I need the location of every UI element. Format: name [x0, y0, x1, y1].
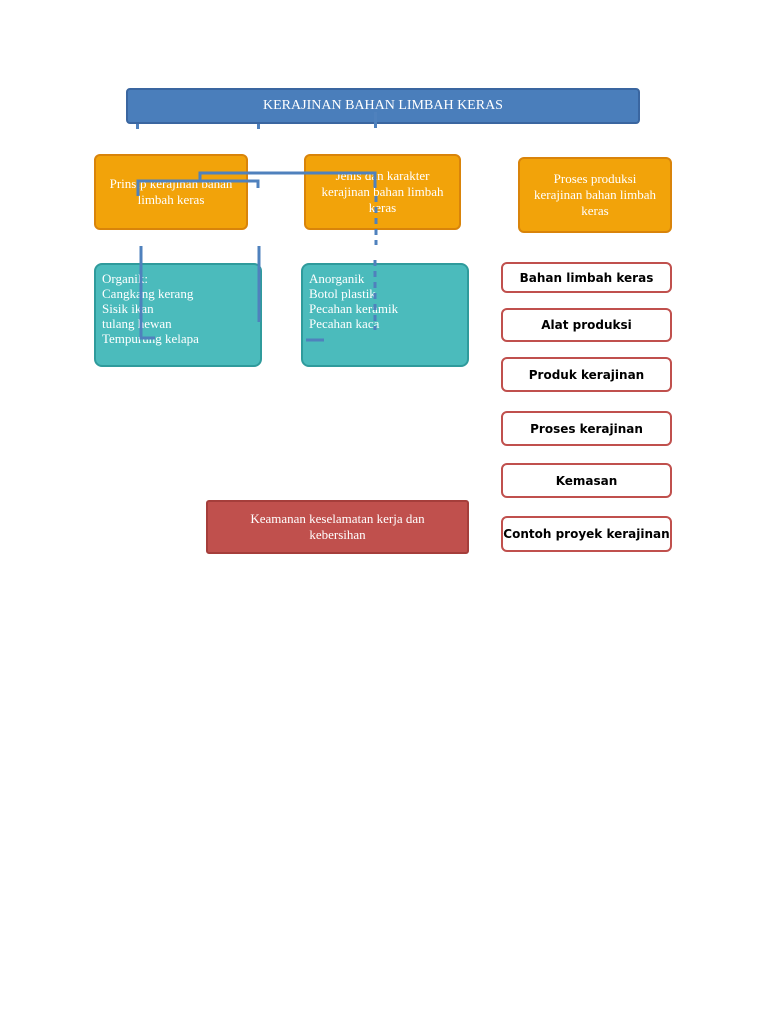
proses-item: Produk kerajinan [501, 357, 672, 392]
organik-line: Organik: [102, 271, 148, 286]
title-connector-left [136, 124, 139, 129]
category-organik: Organik: Cangkang kerang Sisik ikan tula… [94, 263, 262, 367]
branch-jenis: Jenis dan karakter kerajinan bahan limba… [304, 154, 461, 230]
proses-item: Bahan limbah keras [501, 262, 672, 293]
title-connector-mid [257, 124, 260, 129]
connector-organik-left [139, 246, 155, 340]
proses-item: Kemasan [501, 463, 672, 498]
title-connector-right [374, 112, 377, 128]
keamanan-box: Keamanan keselamatan kerja dan kebersiha… [206, 500, 469, 554]
connector-prinsip-top [136, 179, 260, 196]
organik-line: tulang hewan [102, 316, 172, 331]
branch-prinsip: Prinsip kerajinan bahan limbah keras [94, 154, 248, 230]
anorganik-line: Pecahan kaca [309, 316, 380, 331]
organik-line: Cangkang kerang [102, 286, 194, 301]
anorganik-line: Botol plastik [309, 286, 376, 301]
anorganik-list: Anorganik Botol plastik Pecahan keramik … [309, 271, 398, 331]
connector-jenis-top [198, 171, 377, 188]
keamanan-label: Keamanan keselamatan kerja dan kebersiha… [250, 511, 425, 542]
proses-item: Proses kerajinan [501, 411, 672, 446]
proses-item: Alat produksi [501, 308, 672, 342]
category-anorganik: Anorganik Botol plastik Pecahan keramik … [301, 263, 469, 367]
anorganik-line: Anorganik [309, 271, 365, 286]
diagram-title: KERAJINAN BAHAN LIMBAH KERAS [126, 88, 640, 124]
branch-proses: Proses produksi kerajinan bahan limbah k… [518, 157, 672, 233]
proses-item: Contoh proyek kerajinan [501, 516, 672, 552]
branch-proses-label: Proses produksi kerajinan bahan limbah k… [533, 171, 656, 218]
